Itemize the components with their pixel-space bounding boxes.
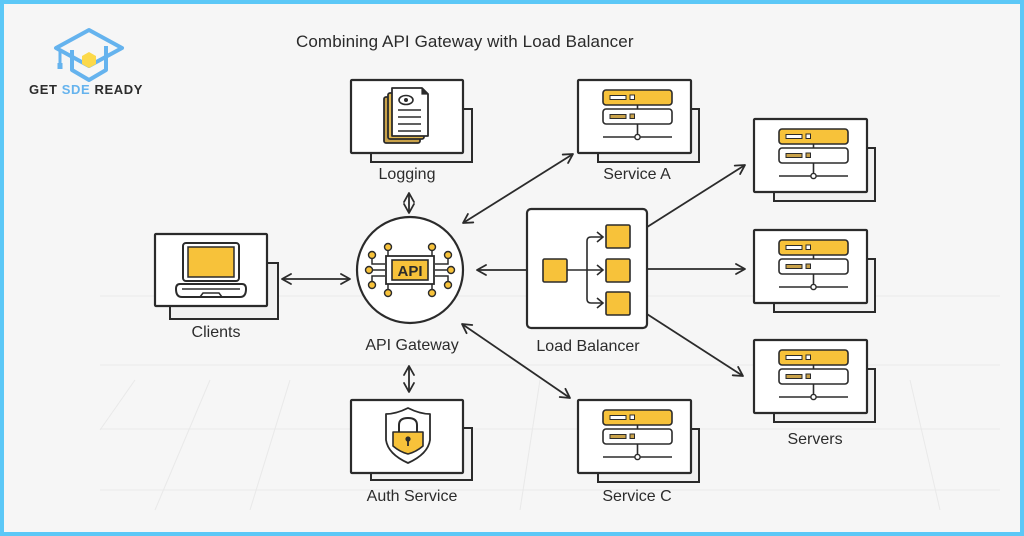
api-chip-text: API [397,263,422,280]
api-gateway-label: API Gateway [365,337,459,354]
document-eye-icon [383,87,429,144]
logo-icon [54,28,124,82]
load-balancer-icon [542,224,631,316]
server-2-node[interactable] [752,228,877,314]
api-chip-icon [364,242,456,298]
arrow-gateway-service-c [461,323,571,399]
auth-service-label: Auth Service [366,488,458,505]
service-c-node[interactable] [576,398,701,484]
load-balancer-node[interactable] [525,207,649,330]
service-a-label: Service A [603,166,671,183]
connection-arrows [281,153,746,399]
shield-lock-icon [385,407,431,464]
server-icon [602,89,673,141]
load-balancer-label: Load Balancer [536,338,640,355]
logo-text: GET SDE READY [29,82,143,97]
arrow-lb-server-3 [632,304,744,377]
arrow-lb-server-1 [632,164,746,237]
logging-label: Logging [378,166,436,183]
arrow-gateway-service-a [462,153,574,224]
api-gateway-node[interactable]: API [355,215,465,325]
clients-label: Clients [191,324,241,341]
servers-label: Servers [787,431,843,448]
logo-text-accent: SDE [61,82,91,97]
page-title: Combining API Gateway with Load Balancer [296,32,634,51]
laptop-icon [174,242,248,298]
logging-node[interactable] [349,78,473,163]
service-c-label: Service C [602,488,672,505]
server-1-node[interactable] [752,117,877,203]
clients-node[interactable] [153,232,279,320]
service-a-node[interactable] [576,78,700,163]
server-3-node[interactable] [752,338,877,424]
auth-service-node[interactable] [349,398,473,481]
logo-text-prefix: GET [29,82,62,97]
logo-text-suffix: READY [90,82,143,97]
